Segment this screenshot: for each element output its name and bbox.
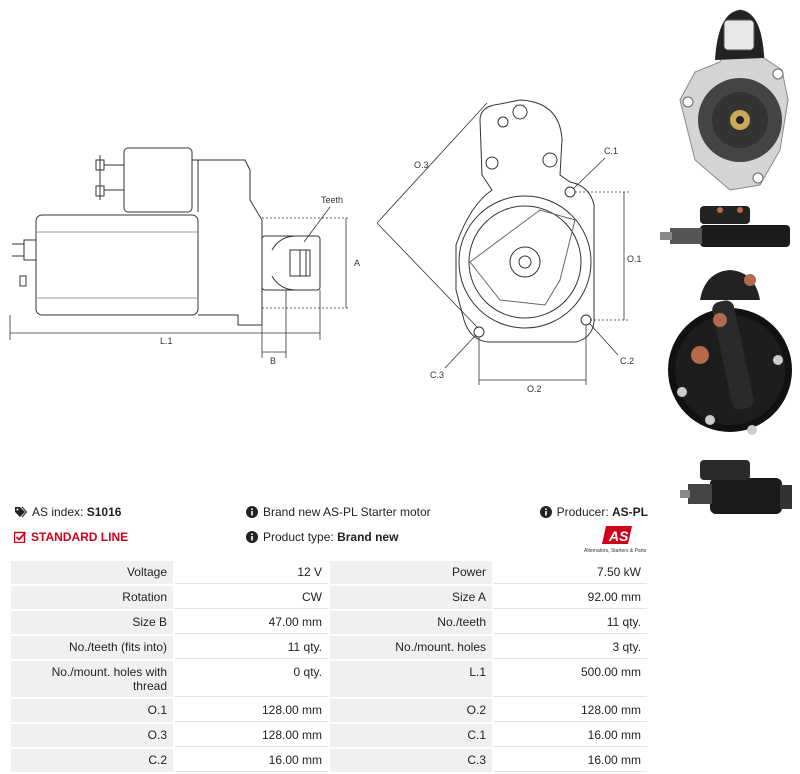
as-pl-logo-graphic: AS Alternators, Starters & Parts [584,526,647,554]
label-b: B [270,356,276,366]
spec-label: C.2 [11,749,173,772]
spec-value: 16.00 mm [175,749,328,772]
producer: Producer: AS-PL [539,502,648,522]
spec-value: CW [175,586,328,609]
spec-label: No./mount. holes with thread [11,661,173,697]
spec-label: Size B [11,611,173,634]
spec-value: 0 qty. [175,661,328,697]
spec-label: C.1 [330,724,492,747]
checkbox-icon [14,531,26,543]
label-l1: L.1 [160,336,173,346]
spec-value: 92.00 mm [494,586,647,609]
spec-value: 128.00 mm [494,699,647,722]
tags-icon [15,506,27,518]
spec-row: No./teeth (fits into)11 qty.No./mount. h… [11,636,647,659]
photo-side-view [660,206,790,247]
spec-label: L.1 [330,661,492,697]
photo-side-view-2 [680,460,792,514]
as-index: AS index: S1016 [14,502,121,522]
label-c2: C.2 [620,356,634,366]
photo-front-view [679,9,789,191]
label-c3: C.3 [430,370,444,380]
spec-label: No./mount. holes [330,636,492,659]
svg-text:Alternators, Starters & Parts: Alternators, Starters & Parts [584,548,647,554]
product-photos [660,0,800,530]
label-c1: C.1 [604,146,618,156]
as-pl-logo: AS Alternators, Starters & Parts [584,526,650,554]
svg-text:AS: AS [608,528,629,544]
spec-label: C.3 [330,749,492,772]
spec-value: 12 V [175,561,328,584]
product-type: Product type: Brand new [246,527,398,547]
spec-label: No./teeth (fits into) [11,636,173,659]
side-view [12,147,321,326]
spec-value: 47.00 mm [175,611,328,634]
spec-value: 3 qty. [494,636,647,659]
spec-value: 11 qty. [175,636,328,659]
spec-label: Size A [330,586,492,609]
info-icon [539,506,552,518]
spec-label: Rotation [11,586,173,609]
spec-value: 128.00 mm [175,699,328,722]
spec-value: 7.50 kW [494,561,647,584]
info-icon [246,531,258,543]
spec-label: O.3 [11,724,173,747]
spec-label: O.1 [11,699,173,722]
info-icon [246,506,258,518]
front-view [455,99,595,343]
product-description: Brand new AS-PL Starter motor [246,502,431,522]
photo-rear-view [668,270,792,435]
product-info: AS index: S1016 Brand new AS-PL Starter … [14,502,654,550]
label-o2: O.2 [527,384,542,394]
spec-value: 128.00 mm [175,724,328,747]
technical-drawing: Teeth A B L.1 O.3 C.1 O.1 C.2 C.3 O.2 [9,99,642,394]
standard-line-badge: STANDARD LINE [14,527,128,547]
spec-value: 500.00 mm [494,661,647,697]
spec-label: No./teeth [330,611,492,634]
spec-label: Power [330,561,492,584]
spec-value: 16.00 mm [494,749,647,772]
spec-value: 16.00 mm [494,724,647,747]
spec-label: O.2 [330,699,492,722]
label-o3: O.3 [414,160,429,170]
label-o1: O.1 [627,254,642,264]
label-teeth: Teeth [321,195,343,205]
label-a: A [354,258,360,268]
spec-label: Voltage [11,561,173,584]
spec-value: 11 qty. [494,611,647,634]
